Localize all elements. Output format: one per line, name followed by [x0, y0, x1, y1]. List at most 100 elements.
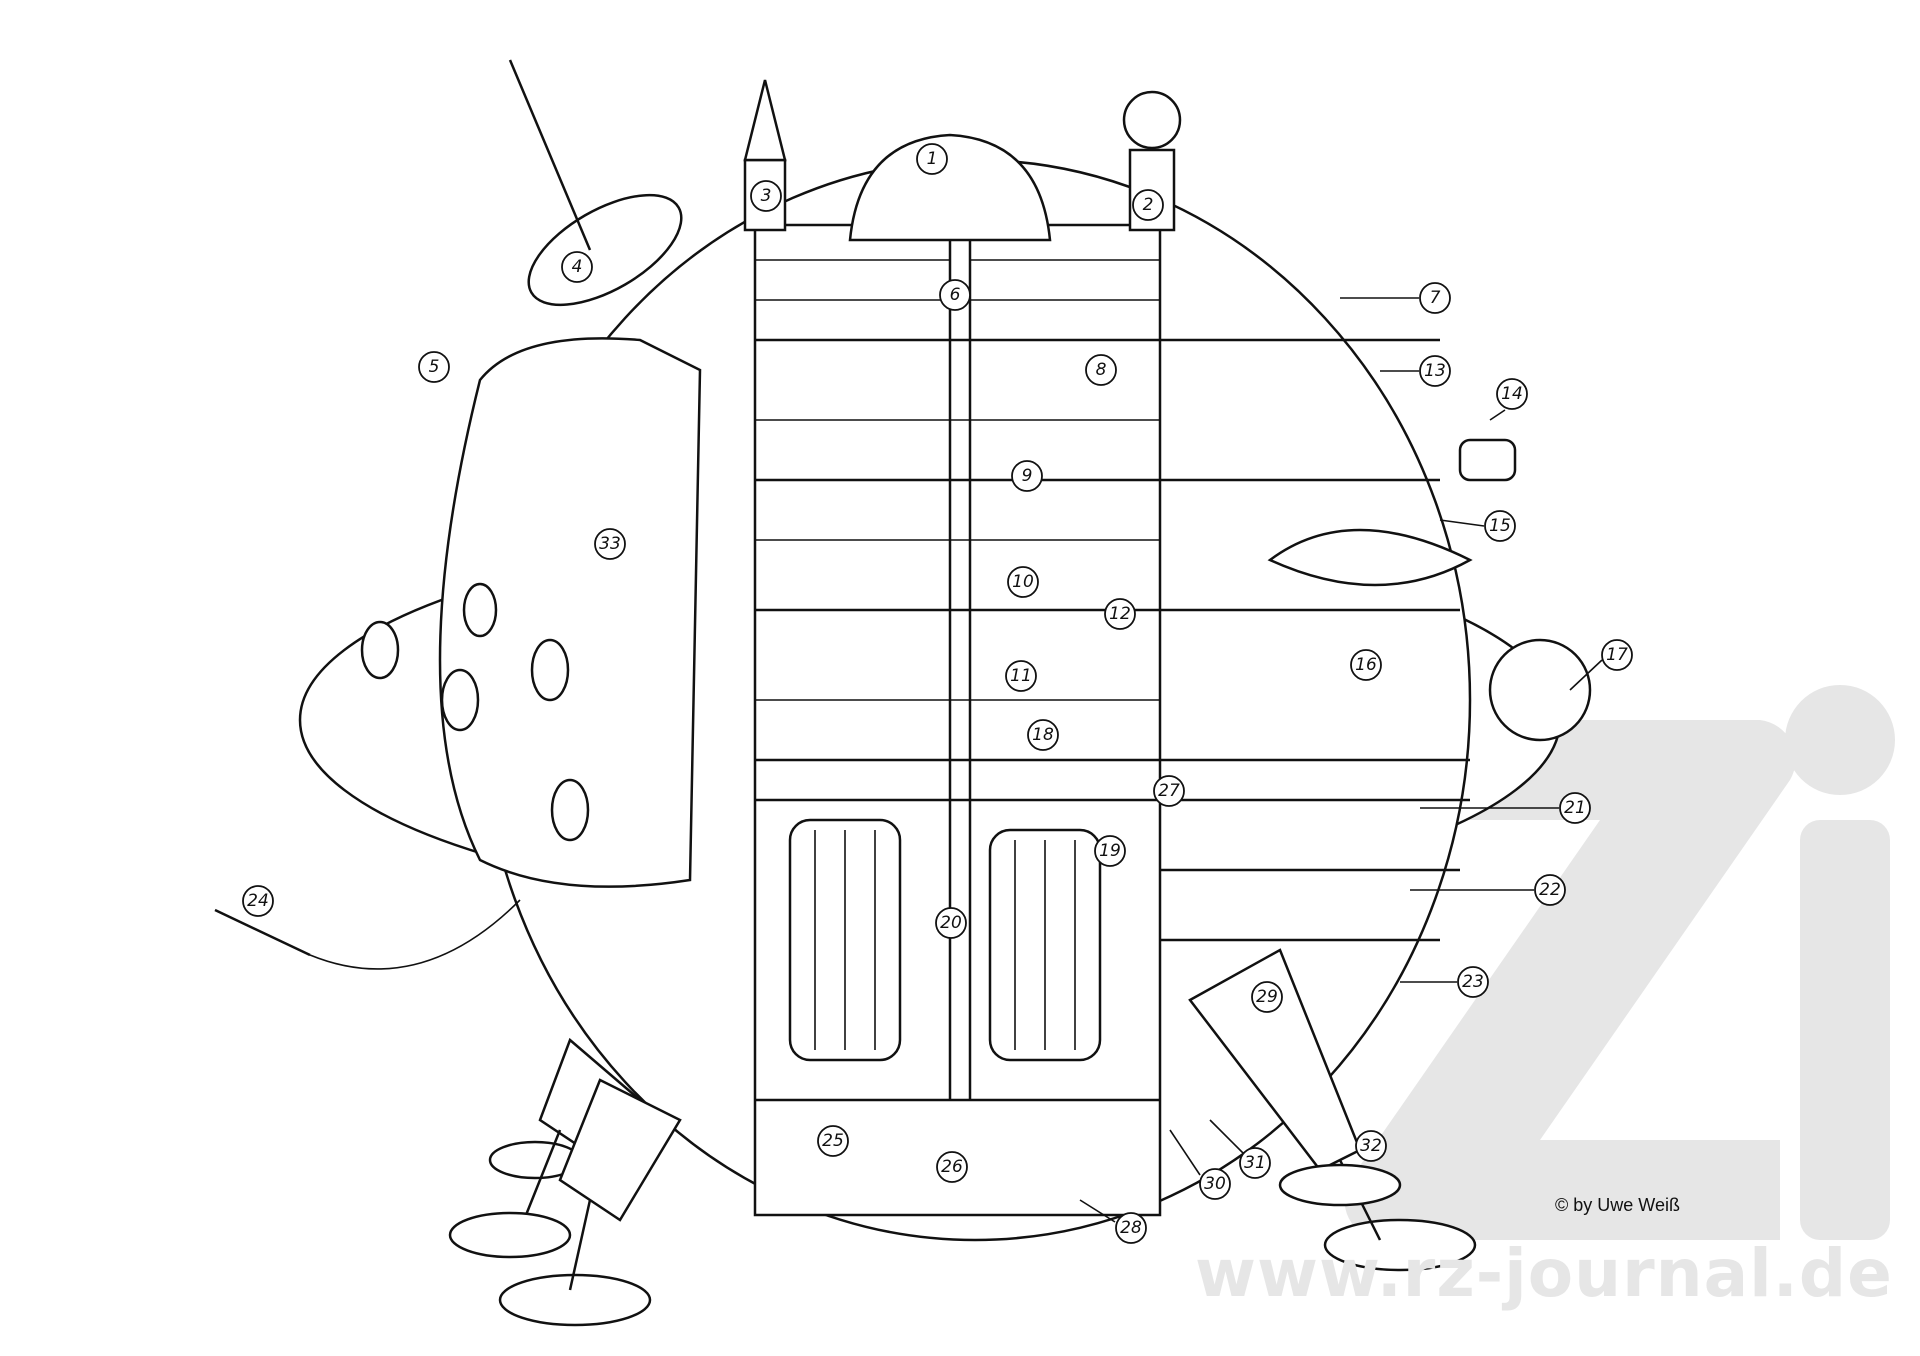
callout-21: 21 [1559, 792, 1591, 824]
callout-3: 3 [750, 180, 782, 212]
callout-circle [935, 907, 967, 939]
callout-number: 10 [1012, 572, 1034, 592]
callout-number: 14 [1501, 384, 1523, 404]
callout-13: 13 [1419, 355, 1451, 387]
callout-32: 32 [1355, 1130, 1387, 1162]
callout-circle [1094, 835, 1126, 867]
callout-number: 23 [1462, 972, 1484, 992]
callout-circle [1239, 1147, 1271, 1179]
callout-31: 31 [1239, 1147, 1271, 1179]
callout-15: 15 [1484, 510, 1516, 542]
hangar-saucer [1267, 528, 1473, 587]
callout-circle [1005, 660, 1037, 692]
callout-circle [1085, 354, 1117, 386]
callout-17: 17 [1601, 639, 1633, 671]
callout-circle [594, 528, 626, 560]
callout-19: 19 [1094, 835, 1126, 867]
callout-7: 7 [1419, 282, 1451, 314]
portholes [360, 582, 590, 842]
callout-number: 7 [1430, 288, 1441, 308]
callout-number: 19 [1099, 841, 1121, 861]
callout-16: 16 [1350, 649, 1382, 681]
copyright-credit: © by Uwe Weiß [1555, 1195, 1680, 1215]
callout-2: 2 [1132, 189, 1164, 221]
callout-number: 15 [1489, 516, 1511, 536]
rz-logo-watermark [1344, 685, 1895, 1240]
callout-27: 27 [1153, 775, 1185, 807]
callout-1: 1 [916, 143, 948, 175]
callout-circle [916, 143, 948, 175]
callout-25: 25 [817, 1125, 849, 1157]
callout-number: 3 [761, 186, 772, 206]
callout-number: 31 [1244, 1153, 1266, 1173]
callout-number: 28 [1120, 1218, 1142, 1238]
callout-circle [1484, 510, 1516, 542]
callout-circle [1559, 792, 1591, 824]
thruster-14 [1458, 438, 1517, 482]
callout-number: 8 [1096, 360, 1107, 380]
callout-8: 8 [1085, 354, 1117, 386]
callout-14: 14 [1496, 378, 1528, 410]
callout-22: 22 [1534, 874, 1566, 906]
callout-number: 5 [429, 357, 440, 377]
callout-number: 1 [927, 149, 938, 169]
website-watermark: www.rz-journal.de [1195, 1235, 1893, 1312]
callout-28: 28 [1115, 1212, 1147, 1244]
callout-number: 33 [599, 534, 621, 554]
callout-number: 24 [247, 891, 269, 911]
probe-24 [214, 908, 311, 957]
callout-circle [1132, 189, 1164, 221]
callout-30: 30 [1199, 1168, 1231, 1200]
landing-legs [448, 948, 1477, 1327]
callout-circle [1457, 966, 1489, 998]
callout-11: 11 [1005, 660, 1037, 692]
callout-4: 4 [561, 251, 593, 283]
callout-number: 26 [941, 1157, 963, 1177]
callout-number: 13 [1424, 361, 1446, 381]
callout-circle [1419, 355, 1451, 387]
callout-circle [1115, 1212, 1147, 1244]
callout-number: 12 [1109, 604, 1131, 624]
callout-number: 20 [940, 913, 962, 933]
callout-26: 26 [936, 1151, 968, 1183]
callout-circle [561, 251, 593, 283]
callout-circle [1419, 282, 1451, 314]
callout-circle [1011, 460, 1043, 492]
callout-23: 23 [1457, 966, 1489, 998]
callout-circle [936, 1151, 968, 1183]
callout-number: 32 [1360, 1136, 1382, 1156]
left-module [438, 337, 702, 888]
callout-circle [1601, 639, 1633, 671]
callout-number: 18 [1032, 725, 1054, 745]
callout-18: 18 [1027, 719, 1059, 751]
callout-number: 6 [950, 285, 961, 305]
callout-circle [939, 279, 971, 311]
callout-33: 33 [594, 528, 626, 560]
callout-29: 29 [1251, 981, 1283, 1013]
callout-circle [1153, 775, 1185, 807]
callout-10: 10 [1007, 566, 1039, 598]
callout-12: 12 [1104, 598, 1136, 630]
callout-number: 30 [1204, 1174, 1226, 1194]
airlock-right [1488, 638, 1592, 742]
callout-20: 20 [935, 907, 967, 939]
callout-circle [418, 351, 450, 383]
callout-circle [1027, 719, 1059, 751]
callout-number: 16 [1355, 655, 1377, 675]
callout-number: 22 [1539, 880, 1561, 900]
callout-circle [1496, 378, 1528, 410]
callout-6: 6 [939, 279, 971, 311]
callout-5: 5 [418, 351, 450, 383]
callout-circle [817, 1125, 849, 1157]
callout-circle [1199, 1168, 1231, 1200]
callout-24: 24 [242, 885, 274, 917]
callout-circle [1104, 598, 1136, 630]
callout-number: 17 [1606, 645, 1628, 665]
observation-dome [848, 133, 1052, 242]
callout-circle [1007, 566, 1039, 598]
leader-lines [1079, 297, 1603, 1223]
callout-9: 9 [1011, 460, 1043, 492]
